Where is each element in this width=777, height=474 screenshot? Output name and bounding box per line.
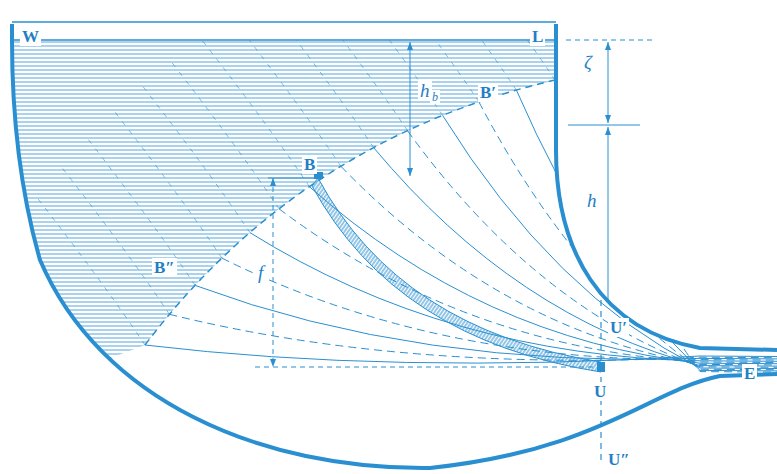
streamline (298, 0, 408, 131)
streamline (555, 80, 777, 372)
point-label: E (742, 364, 757, 383)
point-label: L (530, 27, 545, 46)
point-label: b (430, 90, 440, 104)
streamline (369, 0, 479, 102)
streamline (169, 314, 777, 360)
streamline (408, 131, 777, 368)
section-curve (145, 80, 555, 345)
water-hatching (0, 40, 556, 400)
streamline (35, 195, 145, 345)
point-label: h (585, 190, 599, 211)
point-label: B″ (152, 258, 177, 277)
streamline (85, 135, 195, 285)
point-label: U″ (606, 450, 632, 469)
point-label: B (302, 155, 317, 174)
vessel-wall (12, 24, 777, 468)
streamline (309, 187, 777, 364)
streamline (112, 108, 222, 258)
point-label: W (20, 27, 41, 46)
streamline (406, 0, 516, 90)
vessel-wall (556, 24, 777, 350)
point-label: ζ (582, 52, 594, 73)
point-label: U′ (608, 318, 629, 337)
streamlines (35, 0, 777, 372)
point-label: f (256, 262, 265, 283)
streamline (140, 83, 250, 233)
streamline (199, 37, 309, 187)
streamline (479, 102, 777, 370)
point-label: U (592, 382, 608, 401)
streamline (333, 0, 443, 115)
stream-tube (312, 178, 601, 372)
streamline (443, 115, 777, 368)
point-label: B′ (478, 83, 498, 102)
streamline (59, 164, 169, 314)
streamline (231, 16, 341, 166)
streamline (169, 59, 279, 209)
streamline (195, 285, 777, 359)
